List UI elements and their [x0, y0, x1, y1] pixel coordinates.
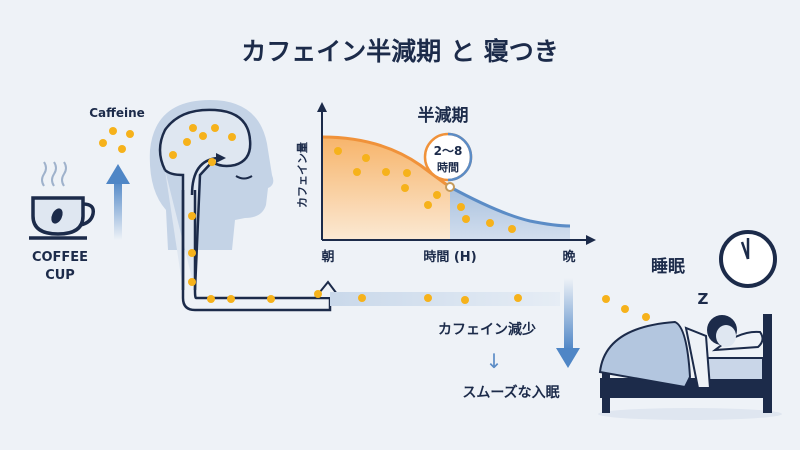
chart-dots	[334, 147, 516, 233]
x-axis-label: 時間 (H)	[423, 249, 476, 265]
page-title: カフェイン半減期 と 寝つき	[241, 37, 558, 66]
caffeine-label: Caffeine	[89, 106, 145, 120]
half-life-chart	[317, 102, 596, 245]
z-icon: Z	[698, 290, 709, 308]
smooth-sleep-label: スムーズな入眠	[462, 384, 559, 401]
bubble-unit: 時間	[437, 160, 459, 174]
caffeine-decrease-label: カフェイン減少	[438, 321, 536, 338]
caffeine-band	[330, 292, 560, 306]
coffee-bean-icon	[51, 208, 63, 224]
curve-orange	[321, 135, 451, 189]
chart-title: 半減期	[418, 105, 469, 126]
closed-eye-icon	[235, 175, 253, 180]
x-end-label: 晩	[562, 249, 575, 265]
clock-icon	[719, 230, 777, 288]
coffee-cup-icon	[29, 161, 96, 240]
small-down-arrow-icon: ↓	[486, 349, 503, 373]
down-arrow-icon	[556, 278, 580, 368]
post-half-life-area	[450, 187, 570, 240]
sleep-label: 睡眠	[651, 256, 685, 277]
y-axis-label: カフェイン量	[296, 142, 309, 208]
up-arrow-icon	[106, 164, 130, 240]
x-start-label: 朝	[321, 249, 334, 265]
half-life-marker	[445, 182, 455, 192]
pathway-dots	[169, 124, 522, 304]
sleeping-person-in-bed-icon	[598, 314, 782, 420]
pre-half-life-area	[322, 137, 450, 240]
sleep-dots	[602, 295, 650, 321]
coffee-label-line2: CUP	[45, 268, 75, 283]
coffee-label-line1: COFFEE	[32, 250, 88, 265]
curve-blue	[449, 185, 571, 228]
caffeine-dots	[99, 127, 134, 153]
bubble-range: 2〜8	[434, 144, 463, 158]
